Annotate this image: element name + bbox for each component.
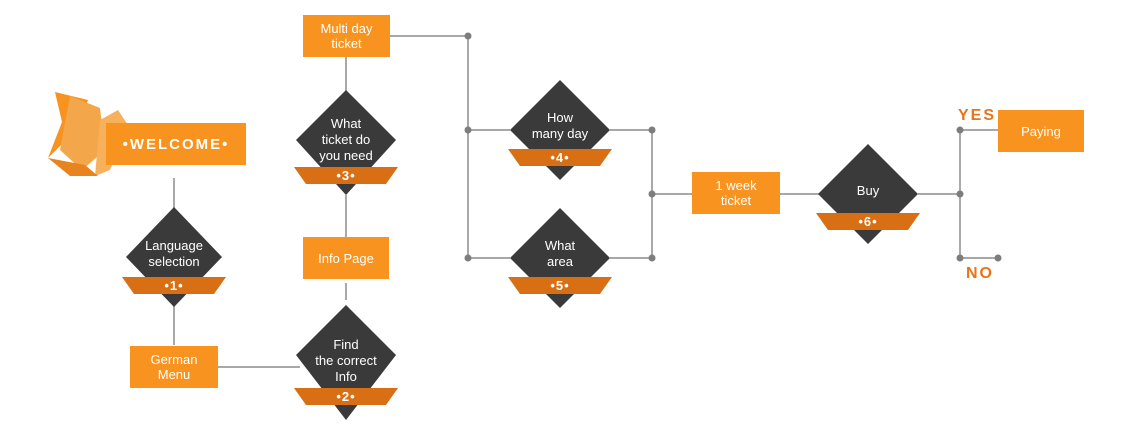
welcome-banner bbox=[106, 123, 246, 165]
connector-dots bbox=[464, 32, 1002, 262]
how-many-days-label: How many day bbox=[531, 110, 589, 141]
step-number-1: •1• bbox=[164, 278, 184, 293]
yes-label: YES bbox=[958, 107, 997, 124]
step-number-6: •6• bbox=[858, 214, 878, 229]
multi-day-ticket-box: Multi day ticket bbox=[303, 15, 390, 57]
what-ticket-label: What ticket do you need bbox=[319, 116, 373, 163]
no-label: NO bbox=[966, 265, 994, 282]
decision-find-info bbox=[294, 305, 398, 420]
paying-box: Paying bbox=[998, 110, 1084, 152]
language-selection-label: Language selection bbox=[145, 238, 203, 269]
decision-what-area bbox=[508, 208, 612, 308]
german-menu-box: German Menu bbox=[130, 346, 218, 388]
buy-label: Buy bbox=[856, 183, 880, 198]
step-number-3: •3• bbox=[336, 168, 356, 183]
decision-how-many bbox=[508, 80, 612, 180]
step-number-5: •5• bbox=[550, 278, 570, 293]
what-area-label: What area bbox=[544, 238, 576, 269]
find-info-label: Find the correct Info bbox=[315, 337, 377, 384]
welcome-label: •WELCOME• bbox=[122, 135, 230, 153]
decision-language bbox=[122, 207, 226, 307]
step-number-4: •4• bbox=[550, 150, 570, 165]
decision-buy bbox=[816, 144, 920, 244]
welcome-origami-decoration bbox=[48, 92, 128, 176]
one-week-ticket-box: 1 week ticket bbox=[692, 172, 780, 214]
decision-what-ticket bbox=[294, 90, 398, 195]
info-page-box: Info Page bbox=[303, 237, 389, 279]
step-number-2: •2• bbox=[336, 389, 356, 404]
